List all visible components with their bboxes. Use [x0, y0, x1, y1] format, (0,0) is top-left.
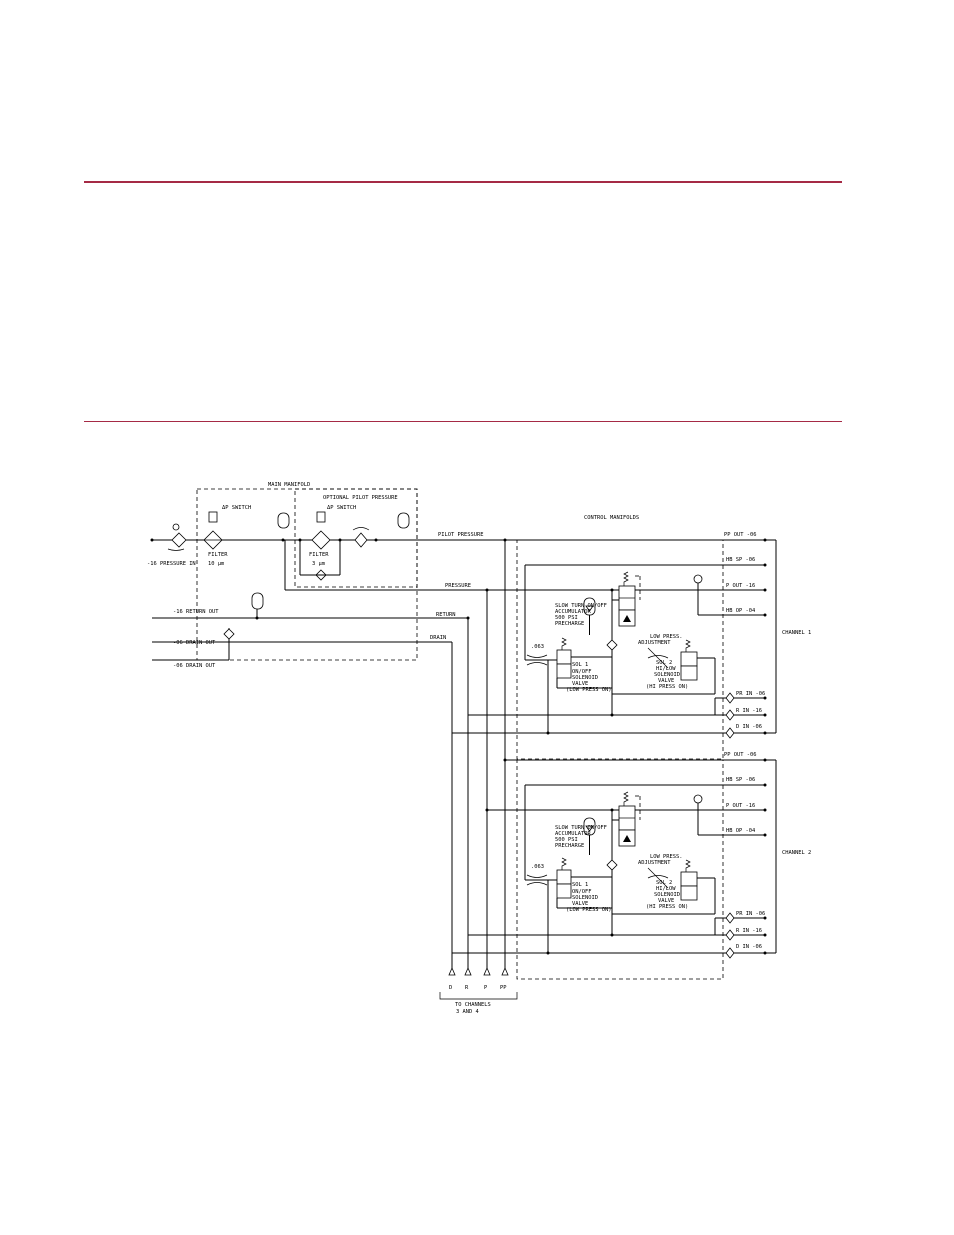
return-out-label: -16 RETURN OUT	[173, 609, 219, 615]
dp-switch-label-2: ΔP SWITCH	[327, 505, 356, 511]
svg-text:500 PSI: 500 PSI	[555, 615, 578, 621]
svg-text:(HI PRESS ON): (HI PRESS ON)	[646, 904, 688, 910]
svg-text:R: R	[465, 985, 469, 991]
bottom-labels: D R P PP TO CHANNELS 3 AND 4	[449, 985, 507, 1015]
svg-text:R IN -16: R IN -16	[736, 708, 762, 714]
pressure-line-label: PRESSURE	[445, 583, 471, 589]
dp-switch-label-1: ΔP SWITCH	[222, 505, 251, 511]
svg-text:ACCUMULATOR: ACCUMULATOR	[555, 609, 591, 615]
return-line-label: RETURN	[436, 612, 455, 618]
svg-text:P: P	[484, 985, 487, 991]
svg-text:D IN -06: D IN -06	[736, 944, 762, 950]
main-manifold-label: MAIN MANIFOLD	[268, 482, 310, 488]
filter-3um-symbol	[311, 530, 331, 550]
svg-text:PRECHARGE: PRECHARGE	[555, 621, 584, 627]
svg-text:ACCUMULATOR: ACCUMULATOR	[555, 831, 591, 837]
svg-text:ON/OFF: ON/OFF	[572, 889, 591, 895]
svg-text:LOW PRESS.: LOW PRESS.	[650, 854, 682, 860]
optional-pilot-box	[294, 488, 418, 588]
svg-text:500 PSI: 500 PSI	[555, 837, 578, 843]
svg-text:D: D	[449, 985, 452, 991]
svg-text:(LOW PRESS ON): (LOW PRESS ON)	[566, 907, 611, 913]
optional-pilot-label: OPTIONAL PILOT PRESSURE	[323, 495, 398, 501]
channel-1-block	[451, 538, 777, 760]
svg-text:HI/LOW: HI/LOW	[656, 886, 676, 892]
middle-divider	[84, 421, 842, 422]
svg-text:SLOW TURN ON/OFF: SLOW TURN ON/OFF	[555, 603, 607, 609]
svg-text:PR IN -06: PR IN -06	[736, 911, 765, 917]
drain-line-label: DRAIN	[430, 635, 446, 641]
inlet-check-valve	[171, 532, 187, 548]
svg-text:D IN -06: D IN -06	[736, 724, 762, 730]
filter-label-1: FILTER	[208, 552, 228, 558]
channel-2-labels: PP OUT -06 HB SP -06 P OUT -16 HB OP -04…	[531, 752, 811, 950]
main-manifold-box	[196, 488, 418, 661]
svg-text:ADJUSTMENT: ADJUSTMENT	[638, 860, 671, 866]
svg-text:HI/LOW: HI/LOW	[656, 666, 676, 672]
svg-text:(HI PRESS ON): (HI PRESS ON)	[646, 684, 688, 690]
svg-text:VALVE: VALVE	[572, 901, 588, 907]
svg-text:SOLENOID: SOLENOID	[572, 895, 598, 901]
svg-text:HB SP -06: HB SP -06	[726, 557, 755, 563]
svg-text:.063: .063	[531, 644, 544, 650]
svg-text:PR IN -06: PR IN -06	[736, 691, 765, 697]
top-divider	[84, 181, 842, 183]
svg-text:HB OP -04: HB OP -04	[726, 608, 755, 614]
drain-out-label-1: -06 DRAIN OUT	[173, 640, 216, 646]
svg-text:HB OP -04: HB OP -04	[726, 828, 755, 834]
pressure-in-label: -16 PRESSURE IN	[147, 561, 196, 567]
svg-text:SOL 1: SOL 1	[572, 882, 588, 888]
channel-2-block	[451, 758, 777, 980]
svg-text:ON/OFF: ON/OFF	[572, 669, 591, 675]
svg-text:SOLENOID: SOLENOID	[572, 675, 598, 681]
filter-rating-2: 3 μm	[312, 561, 325, 567]
filter-rating-1: 10 μm	[208, 561, 224, 567]
svg-text:SOL 1: SOL 1	[572, 662, 588, 668]
svg-text:(LOW PRESS ON): (LOW PRESS ON)	[566, 687, 611, 693]
svg-text:SOL 2: SOL 2	[656, 660, 672, 666]
svg-text:TO CHANNELS: TO CHANNELS	[455, 1002, 491, 1008]
svg-text:SOLENOID: SOLENOID	[654, 892, 680, 898]
svg-text:HB SP -06: HB SP -06	[726, 777, 755, 783]
control-manifolds-label: CONTROL MANIFOLDS	[584, 515, 639, 521]
svg-text:3 AND 4: 3 AND 4	[456, 1009, 479, 1015]
filter-label-2: FILTER	[309, 552, 329, 558]
svg-text:ADJUSTMENT: ADJUSTMENT	[638, 640, 671, 646]
svg-text:VALVE: VALVE	[658, 898, 674, 904]
svg-text:CHANNEL 2: CHANNEL 2	[782, 850, 811, 856]
svg-text:SLOW TURN ON/OFF: SLOW TURN ON/OFF	[555, 825, 607, 831]
svg-text:PP OUT -06: PP OUT -06	[724, 532, 756, 538]
svg-text:P OUT -16: P OUT -16	[726, 583, 755, 589]
svg-text:SOL 2: SOL 2	[656, 880, 672, 886]
svg-text:PP OUT -06: PP OUT -06	[724, 752, 756, 758]
svg-text:VALVE: VALVE	[572, 681, 588, 687]
svg-text:R IN -16: R IN -16	[736, 928, 762, 934]
svg-text:.063: .063	[531, 864, 544, 870]
svg-text:P OUT -16: P OUT -16	[726, 803, 755, 809]
pilot-pressure-line-label: PILOT PRESSURE	[438, 532, 483, 538]
svg-text:SOLENOID: SOLENOID	[654, 672, 680, 678]
svg-text:CHANNEL 1: CHANNEL 1	[782, 630, 811, 636]
channel-1-labels: PP OUT -06 HB SP -06 P OUT -16 HB OP -04…	[531, 532, 811, 730]
svg-text:PP: PP	[500, 985, 507, 991]
svg-text:LOW PRESS.: LOW PRESS.	[650, 634, 682, 640]
svg-text:PRECHARGE: PRECHARGE	[555, 843, 584, 849]
drain-out-label-2: -06 DRAIN OUT	[173, 663, 216, 669]
svg-text:VALVE: VALVE	[658, 678, 674, 684]
